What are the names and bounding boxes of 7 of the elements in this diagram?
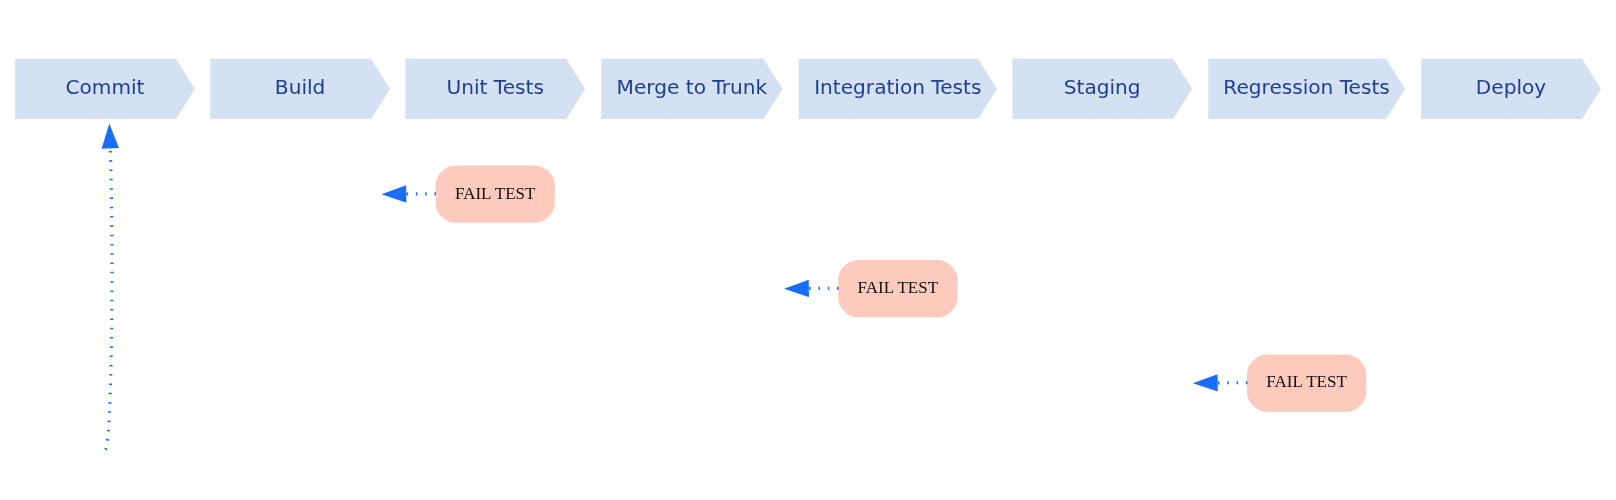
arrow — [101, 123, 119, 450]
node-box: FAIL TEST — [435, 165, 555, 223]
arrow — [1192, 373, 1248, 392]
node-box: FAIL TEST — [838, 259, 958, 317]
arrow — [784, 279, 839, 297]
arrow — [381, 184, 436, 203]
node-box: FAIL TEST — [1247, 353, 1367, 412]
